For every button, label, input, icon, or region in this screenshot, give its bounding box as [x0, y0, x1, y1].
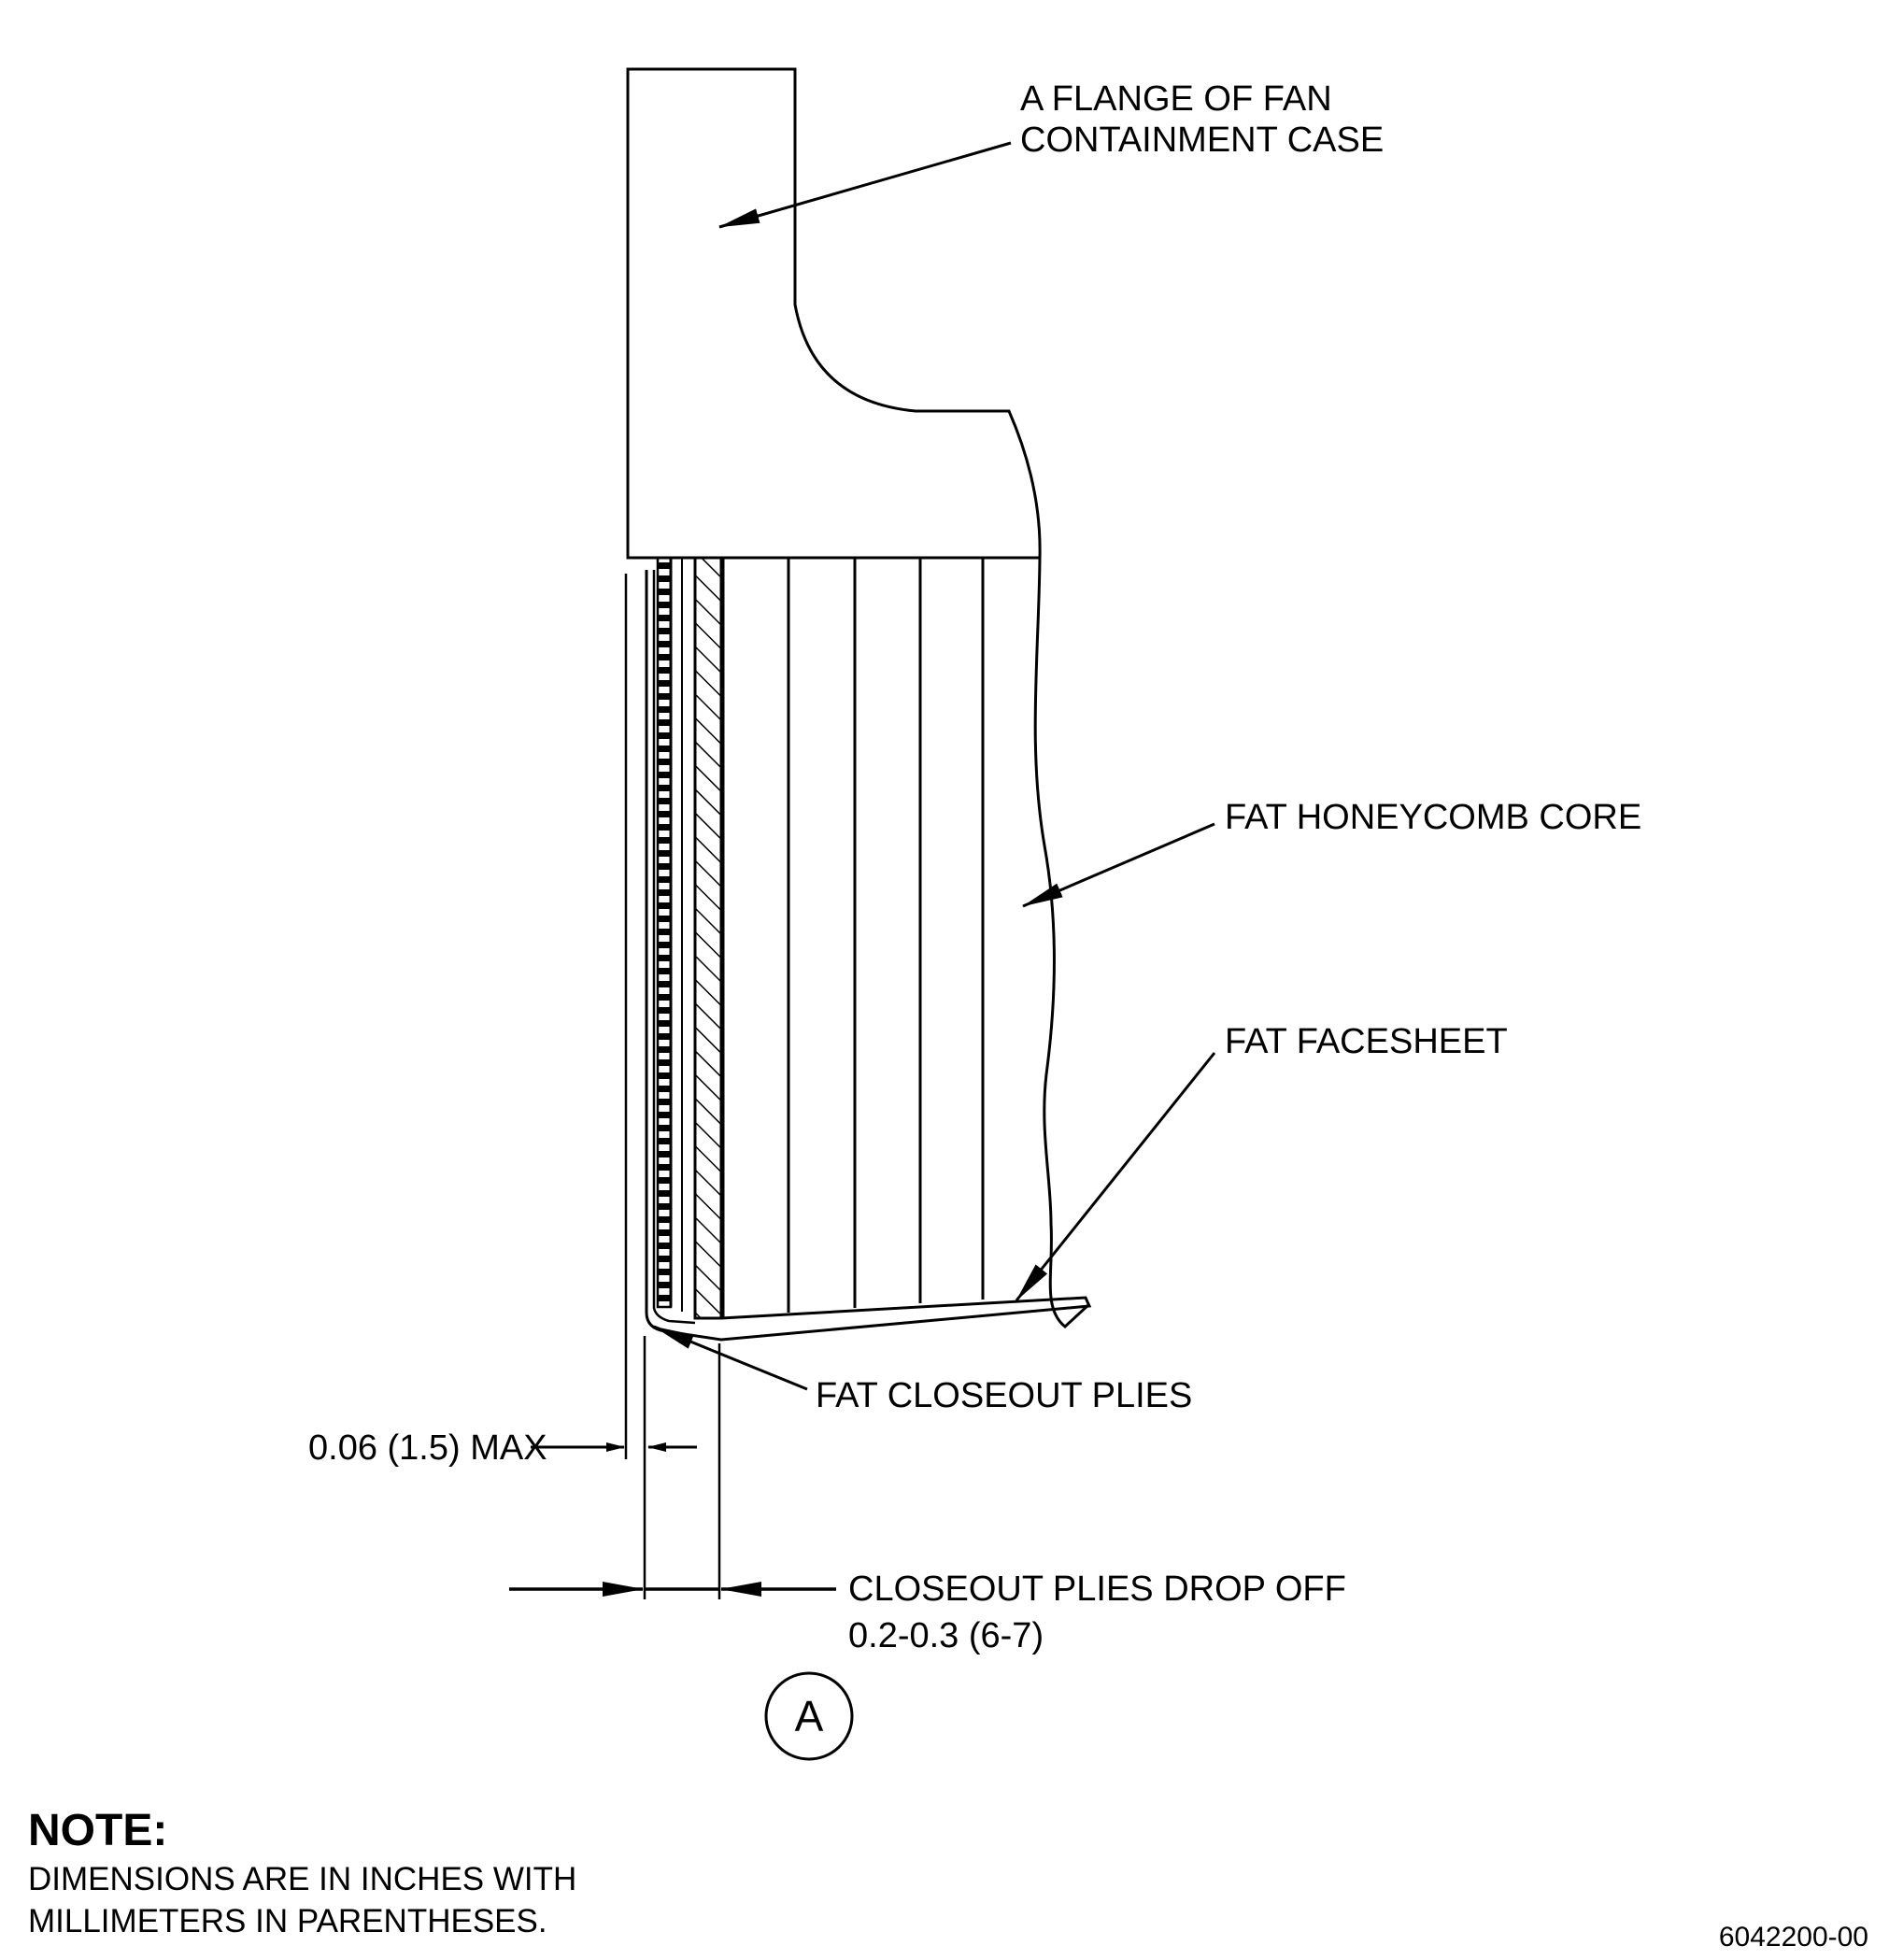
facesheet-inner — [652, 570, 696, 1325]
dropoff-label-line2: 0.2-0.3 (6-7) — [848, 1616, 1044, 1655]
flange-label-line1: A FLANGE OF FAN — [1020, 79, 1332, 119]
note-line-2: MILLIMETERS IN PARENTHESES. — [28, 1903, 547, 1939]
gap-dimension-label: 0.06 (1.5) MAX — [308, 1428, 547, 1468]
honeycomb-core — [721, 558, 985, 1318]
view-reference-letter: A — [795, 1692, 824, 1740]
dropoff-label-line1: CLOSEOUT PLIES DROP OFF — [848, 1569, 1346, 1609]
flange-outline — [626, 67, 1042, 560]
leader-lines — [653, 141, 1216, 1391]
closeout-plies-label: FAT CLOSEOUT PLIES — [816, 1376, 1192, 1415]
note-line-1: DIMENSIONS ARE IN INCHES WITH — [28, 1861, 576, 1897]
closeout-plies — [656, 556, 723, 1320]
note-title: NOTE: — [28, 1806, 167, 1855]
honeycomb-break-line — [1033, 557, 1091, 1328]
honeycomb-label: FAT HONEYCOMB CORE — [1225, 798, 1641, 837]
extension-lines — [624, 574, 721, 1599]
figure-number: 6042200-00 — [1719, 1922, 1868, 1953]
flange-label-line2: CONTAINMENT CASE — [1020, 121, 1384, 160]
view-reference-bubble: A — [764, 1671, 854, 1761]
facesheet-label: FAT FACESHEET — [1225, 1022, 1508, 1061]
